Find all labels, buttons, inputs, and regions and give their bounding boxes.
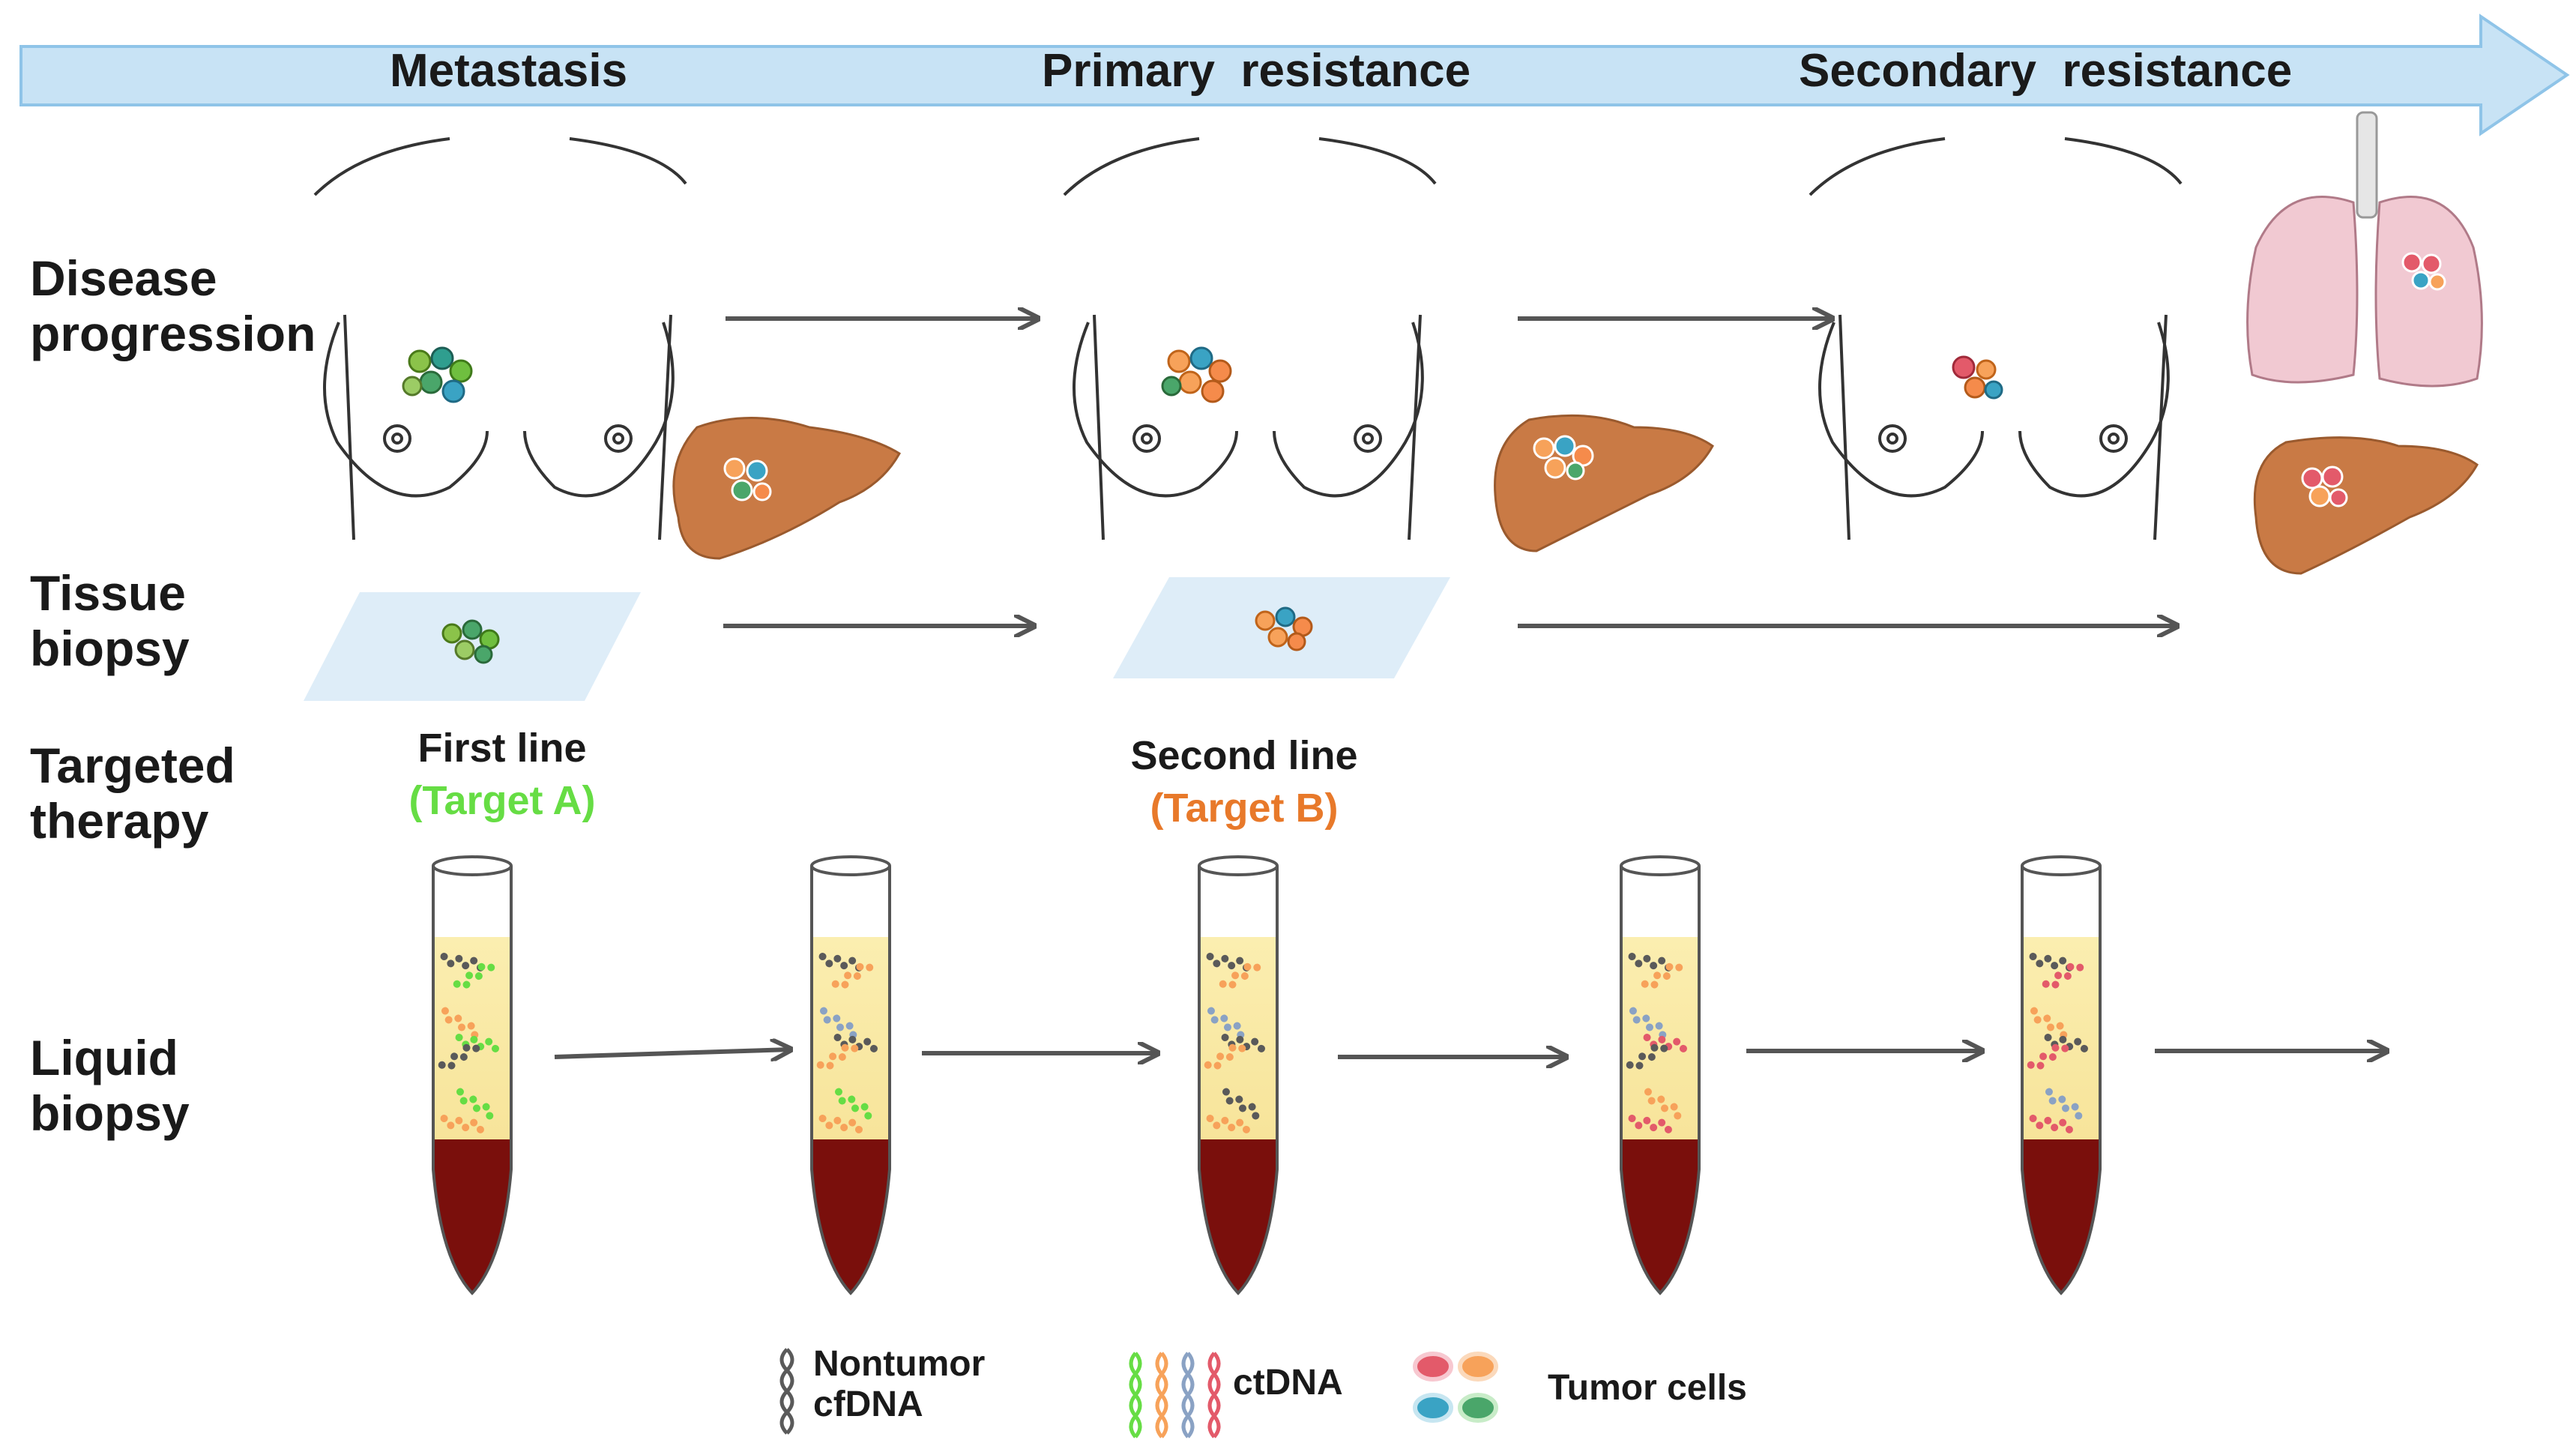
dna-strand [456, 1088, 494, 1120]
row-label-disease: Disease progression [30, 250, 316, 361]
dna-strand [2045, 1088, 2083, 1120]
dna-strand-icon [779, 1348, 794, 1435]
tumor-cells-legend-icon [1413, 1352, 1498, 1423]
target-a-label: (Target A) [408, 778, 596, 823]
ctdna-legend-icon [1129, 1352, 1221, 1439]
progression-arrows [554, 319, 2387, 1057]
blood-tube-icon [432, 855, 513, 1295]
dna-strand [2030, 1007, 2068, 1039]
dna-strand [1204, 1043, 1246, 1070]
dna-strand [441, 1007, 479, 1039]
dna-strand [2042, 963, 2084, 989]
dna-strand [1628, 1115, 1672, 1133]
second-line-label: Second line [1130, 733, 1358, 778]
blood-tube-icon [1198, 855, 1279, 1295]
row-label-tissue: Tissue biopsy [30, 565, 190, 676]
dna-strand [831, 963, 874, 989]
dna-strand [453, 963, 495, 989]
dna-strand [1629, 1007, 1667, 1039]
lung-icon [2246, 111, 2483, 388]
dna-strand [820, 1007, 857, 1039]
dna-strand [835, 1088, 872, 1120]
dna-strand [1206, 1115, 1250, 1133]
blood-tube-icon [810, 855, 891, 1295]
dna-strand [1207, 1007, 1245, 1039]
dna-strand [438, 1043, 480, 1070]
row-label-liquid: Liquid biopsy [30, 1030, 190, 1141]
timeline-arrow [19, 13, 2570, 136]
tumor-cluster-icon [402, 346, 2003, 403]
dna-strand [1219, 963, 1261, 989]
dna-strand [1626, 1043, 1668, 1070]
blood-tube-icon [2021, 855, 2102, 1295]
dna-strand [818, 1115, 863, 1133]
dna-strand [440, 1115, 484, 1133]
breast-outline-icon [313, 137, 2183, 540]
legend-tumor-cells: Tumor cells [1548, 1368, 1747, 1408]
dna-strand [2027, 1043, 2069, 1070]
legend-ctdna: ctDNA [1233, 1363, 1343, 1403]
dna-strand [1644, 1088, 1682, 1120]
liver-icon [672, 414, 2479, 575]
phase-metastasis: Metastasis [390, 45, 628, 97]
phase-secondary-resistance: Secondary resistance [1799, 45, 2293, 97]
row-label-therapy: Targeted therapy [30, 738, 235, 849]
blood-tubes [432, 855, 2102, 1295]
dna-strand [1641, 963, 1683, 989]
dna-strand [1206, 953, 1250, 971]
target-b-label: (Target B) [1150, 786, 1339, 831]
blood-tube-icon [1620, 855, 1701, 1295]
biopsy-slide-icon [304, 577, 1450, 701]
dna-strand [1222, 1088, 1260, 1120]
dna-strand [2029, 1115, 2073, 1133]
dna-strand [816, 1043, 859, 1070]
first-line-label: First line [417, 726, 587, 771]
legend-nontumor-cfdna: Nontumor cfDNA [813, 1344, 986, 1424]
phase-primary-resistance: Primary resistance [1042, 45, 1471, 97]
